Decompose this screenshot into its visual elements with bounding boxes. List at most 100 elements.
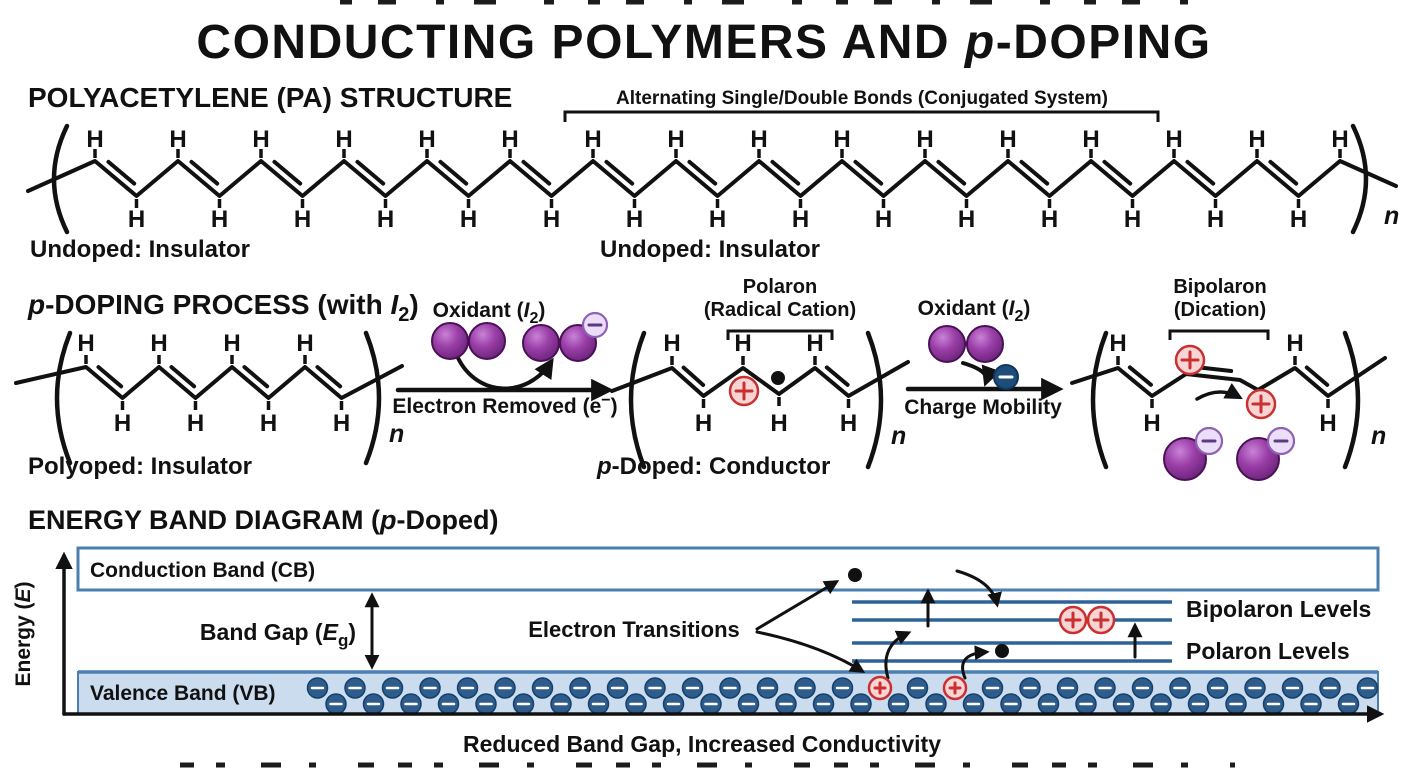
double-bond-line [1185, 159, 1216, 186]
undoped-label-right: Undoped: Insulator [600, 236, 820, 263]
h-atom-label: H [187, 410, 204, 437]
eremoved-close: ) [611, 395, 618, 418]
double-bond-line [521, 159, 552, 186]
title-suffix: -DOPING [996, 16, 1212, 69]
bipolaron-subtitle: (Dication) [1174, 299, 1266, 321]
h-atom-label: H [1286, 330, 1303, 357]
h-atom-label: H [501, 126, 518, 153]
double-bond-line [687, 159, 718, 186]
title-italic-p: p [963, 16, 996, 69]
title-text: CONDUCTING POLYMERS AND [196, 16, 965, 69]
h-atom-label: H [584, 126, 601, 153]
iodine-sphere-icon [1163, 437, 1207, 481]
oxidant-close: ) [538, 299, 545, 322]
h-atom-label: H [86, 126, 103, 153]
charge-hop-arrow [1195, 383, 1243, 401]
parenthesis [51, 123, 70, 235]
iodine-sphere-icon [522, 324, 560, 362]
repeat-n-label: n [389, 420, 404, 448]
band-section-heading: ENERGY BAND DIAGRAM (p-Doped) [28, 505, 499, 535]
heading-italic-p: p [27, 289, 45, 320]
oxidant-sub: 2 [529, 310, 538, 327]
h-atom-label: H [1207, 206, 1224, 233]
h-atom-label: H [294, 206, 311, 233]
h-atom-label: H [418, 126, 435, 153]
double-bond-line [272, 159, 303, 186]
band-heading-italic-p: p [379, 505, 397, 535]
pdoped-rest: -Doped: Conductor [612, 453, 831, 480]
double-bond-line [1019, 159, 1050, 186]
double-bond-line [1304, 365, 1330, 387]
h-atom-label: H [1041, 206, 1058, 233]
h-atom-label: H [1124, 206, 1141, 233]
conjugated-bracket [563, 110, 1160, 122]
parenthesis [363, 330, 382, 466]
h-atom-label: H [916, 126, 933, 153]
double-bond-line [1127, 365, 1153, 387]
oxidant-pre: Oxidant ( [918, 297, 1009, 320]
electron-removed-label: Electron Removed (e−) [392, 392, 617, 418]
parenthesis [865, 330, 884, 470]
polyoped-label: Polyoped: Insulator [28, 453, 252, 480]
pa-section-heading: POLYACETYLENE (PA) STRUCTURE [28, 82, 512, 113]
h-atom-label: H [150, 330, 167, 357]
double-bond-line [438, 159, 469, 186]
h-atom-label: H [770, 410, 787, 437]
parenthesis [54, 330, 73, 466]
bandgap-pre: Band Gap ( [200, 619, 323, 645]
h-atom-label: H [1290, 206, 1307, 233]
iodine-sphere-icon [928, 325, 966, 363]
charge-mobility-label: Charge Mobility [904, 396, 1062, 419]
h-atom-label: H [128, 206, 145, 233]
double-bond-line [604, 159, 635, 186]
band-heading-post: -Doped) [397, 505, 499, 535]
double-bond-line [96, 365, 124, 389]
oxidant-i: I [1009, 297, 1016, 320]
electron-dot-icon [995, 644, 1009, 658]
h-atom-label: H [114, 410, 131, 437]
oxidant-i: I [524, 299, 531, 322]
oxidant-close: ) [1023, 297, 1030, 320]
double-bond-line [853, 159, 884, 186]
h-atom-label: H [792, 206, 809, 233]
double-bond-line [242, 365, 270, 389]
polymer-backbone [14, 364, 404, 400]
h-atom-label: H [296, 330, 313, 357]
polaron-subtitle: (Radical Cation) [704, 299, 856, 321]
electron-transfer-arc-2 [961, 361, 1001, 387]
iodine-sphere-icon [1236, 437, 1280, 481]
h-atom-label: H [252, 126, 269, 153]
band-caption: Reduced Band Gap, Increased Conductivity [463, 731, 941, 757]
double-bond-line [189, 159, 220, 186]
h-atom-label: H [875, 206, 892, 233]
h-atom-label: H [377, 206, 394, 233]
parenthesis [628, 330, 647, 470]
iodine-sphere-icon [966, 325, 1004, 363]
h-atom-label: H [223, 330, 240, 357]
undoped-label-left: Undoped: Insulator [30, 236, 250, 263]
cb-to-level-arrow [955, 569, 1002, 608]
double-bond-line [681, 365, 706, 387]
h-atom-label: H [958, 206, 975, 233]
h-atom-label: H [734, 330, 751, 357]
electron-transfer-arc-1 [456, 356, 554, 391]
h-atom-label: H [1248, 126, 1265, 153]
double-bond-line [315, 365, 343, 389]
eremoved-pre: Electron Removed (e [392, 395, 601, 418]
h-atom-label: H [1109, 330, 1126, 357]
double-bond-line [106, 159, 137, 186]
double-bond-line [355, 159, 386, 186]
energy-axis-label: Energy (E) [12, 581, 35, 686]
h-atom-label: H [833, 126, 850, 153]
oxidant-label-1: Oxidant (I2) [433, 299, 546, 327]
h-atom-label: H [333, 410, 350, 437]
band-gap-label: Band Gap (Eg) [200, 619, 356, 650]
conduction-band-label: Conduction Band (CB) [90, 559, 315, 582]
h-atom-label: H [543, 206, 560, 233]
energy-pre: Energy ( [12, 602, 35, 686]
h-atom-label: H [77, 330, 94, 357]
h-atom-label: H [663, 330, 680, 357]
